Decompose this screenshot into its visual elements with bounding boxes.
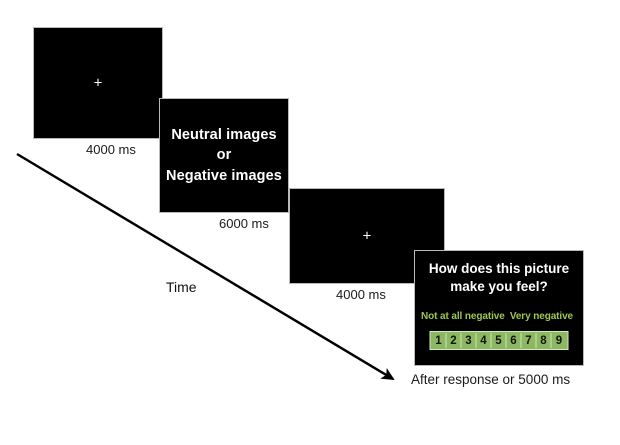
stimulus-text-block: Neutral images or Negative images: [160, 125, 288, 187]
duration-caption-fixation-2: 4000 ms: [336, 287, 386, 302]
rating-anchor-low: Not at all negative: [421, 311, 505, 322]
rating-scale-option[interactable]: 4: [476, 333, 492, 348]
rating-scale-option[interactable]: 2: [446, 333, 462, 348]
stimulus-line-1: Neutral images: [171, 126, 277, 143]
fixation-cross-icon: +: [93, 74, 103, 92]
rating-question: How does this picture make you feel?: [415, 260, 583, 296]
rating-scale-option[interactable]: 9: [551, 333, 567, 348]
screen-fixation-1: +: [33, 27, 163, 139]
rating-scale-option[interactable]: 6: [506, 333, 522, 348]
rating-scale[interactable]: 1 2 3 4 5 6 7 8 9: [429, 331, 569, 350]
duration-caption-stimulus: 6000 ms: [219, 216, 269, 231]
fixation-cross-icon: +: [362, 227, 372, 245]
rating-question-line-2: make you feel?: [450, 278, 548, 294]
duration-caption-rating: After response or 5000 ms: [411, 372, 571, 387]
rating-scale-option[interactable]: 3: [461, 333, 477, 348]
rating-scale-option[interactable]: 7: [521, 333, 537, 348]
rating-question-line-1: How does this picture: [428, 261, 570, 276]
rating-anchor-row: Not at all negative Very negative: [421, 311, 577, 322]
rating-scale-option[interactable]: 8: [536, 333, 552, 348]
stimulus-line-3: Negative images: [166, 167, 282, 184]
rating-anchor-high: Very negative: [509, 311, 573, 322]
rating-scale-option[interactable]: 1: [431, 333, 447, 348]
stimulus-line-2: or: [216, 147, 232, 164]
rating-scale-option[interactable]: 5: [491, 333, 507, 348]
time-axis-label: Time: [166, 279, 197, 295]
duration-caption-fixation-1: 4000 ms: [86, 142, 136, 157]
screen-stimulus: Neutral images or Negative images: [159, 98, 289, 213]
screen-rating: How does this picture make you feel? Not…: [414, 250, 584, 366]
